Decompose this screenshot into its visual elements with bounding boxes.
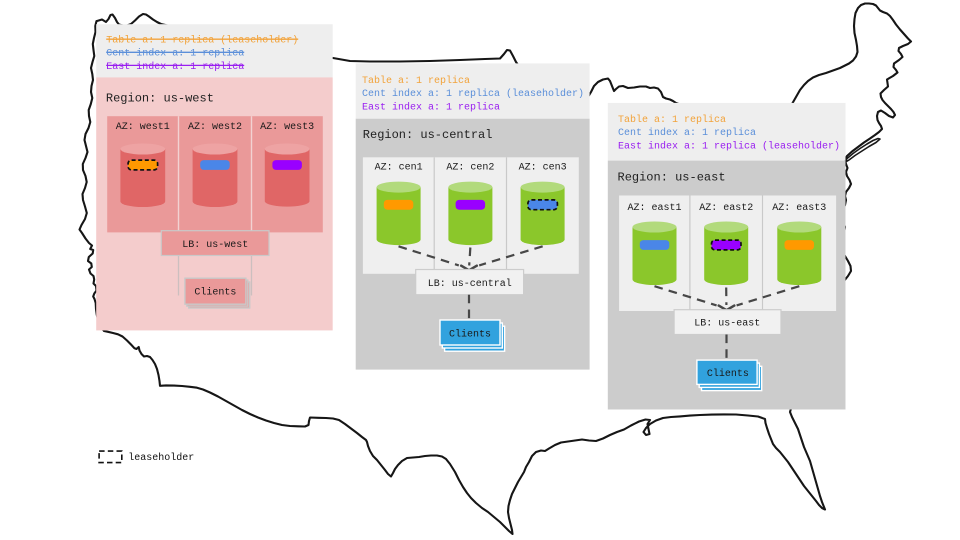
svg-text:AZ: west1: AZ: west1: [116, 122, 170, 133]
svg-text:leaseholder: leaseholder: [128, 452, 194, 464]
svg-text:Table a: 1 replica (leaseholde: Table a: 1 replica (leaseholder): [106, 35, 298, 47]
svg-text:LB: us-east: LB: us-east: [694, 319, 760, 330]
svg-text:Cent index a: 1 replica: Cent index a: 1 replica: [618, 127, 756, 139]
svg-text:East index a: 1 replica: East index a: 1 replica: [362, 101, 500, 113]
svg-text:LB: us-central: LB: us-central: [428, 278, 512, 290]
svg-text:Table a: 1 replica: Table a: 1 replica: [362, 75, 470, 87]
svg-text:East index a: 1 replica: East index a: 1 replica: [106, 61, 244, 73]
svg-text:AZ: cen2: AZ: cen2: [446, 163, 494, 174]
svg-text:Cent index a: 1 replica: Cent index a: 1 replica: [106, 48, 244, 60]
svg-text:Cent index a: 1 replica (lease: Cent index a: 1 replica (leaseholder): [362, 88, 584, 100]
svg-text:AZ: west2: AZ: west2: [188, 122, 242, 133]
svg-text:Table a: 1 replica: Table a: 1 replica: [618, 114, 726, 126]
svg-text:Region: us-east: Region: us-east: [618, 171, 726, 185]
svg-text:LB: us-west: LB: us-west: [182, 240, 248, 251]
svg-text:AZ: west3: AZ: west3: [260, 122, 314, 133]
svg-text:Clients: Clients: [449, 328, 491, 340]
svg-text:AZ: east2: AZ: east2: [699, 203, 753, 214]
svg-text:Clients: Clients: [194, 287, 236, 299]
svg-text:AZ: cen1: AZ: cen1: [375, 163, 423, 174]
svg-text:Clients: Clients: [707, 368, 749, 380]
svg-text:East index a: 1 replica (lease: East index a: 1 replica (leaseholder): [618, 141, 840, 153]
svg-text:Region: us-west: Region: us-west: [106, 91, 214, 105]
svg-text:Region: us-central: Region: us-central: [363, 128, 493, 142]
svg-text:AZ: cen3: AZ: cen3: [519, 163, 567, 174]
svg-text:AZ: east3: AZ: east3: [772, 203, 826, 214]
svg-text:AZ: east1: AZ: east1: [627, 203, 681, 214]
